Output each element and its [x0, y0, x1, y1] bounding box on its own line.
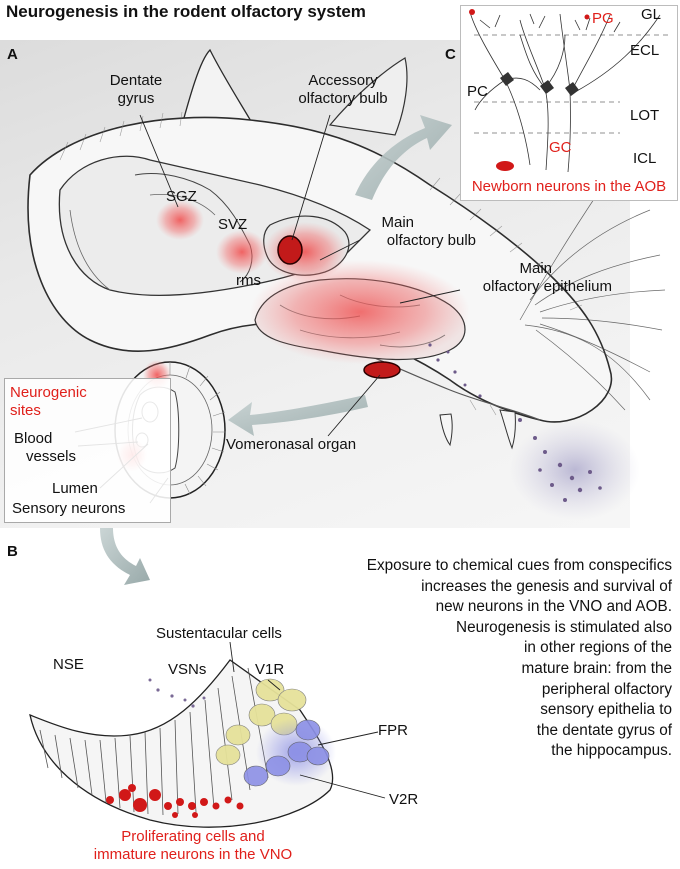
- description-paragraph: Exposure to chemical cues from conspecif…: [366, 557, 672, 760]
- neurogenic-sites-box: [4, 378, 171, 523]
- arrow-to-panel-b: [100, 528, 150, 585]
- ear-right: [328, 57, 408, 136]
- label-svz: SVZ: [218, 216, 248, 233]
- label-gc: GC: [549, 139, 572, 156]
- label-sustentacular-cells: Sustentacular cells: [156, 625, 282, 642]
- label-nse: NSE: [53, 656, 84, 673]
- label-rms: rms: [236, 272, 261, 289]
- label-ecl: ECL: [630, 42, 660, 59]
- label-gl: GL: [641, 6, 662, 23]
- whiskers: [519, 189, 666, 411]
- panel-c-letter: C: [445, 46, 456, 63]
- label-lot: LOT: [630, 107, 660, 124]
- label-pc: PC: [467, 83, 488, 100]
- label-pg: PG: [592, 10, 614, 27]
- panel-c-caption: Newborn neurons in the AOB: [471, 178, 667, 195]
- label-icl: ICL: [633, 150, 657, 167]
- odor-cloud: [428, 343, 640, 520]
- panel-b-letter: B: [7, 543, 18, 560]
- panel-c-aob-layers: [460, 5, 678, 201]
- neurogenic-highlights: [156, 200, 470, 379]
- label-v1r: V1R: [255, 661, 285, 678]
- label-lumen: Lumen: [52, 480, 98, 497]
- label-vomeronasal-organ: Vomeronasal organ: [226, 436, 357, 453]
- label-sensory-neurons: Sensory neurons: [12, 500, 126, 517]
- arrow-to-vno-section: [228, 395, 368, 436]
- arrow-to-panel-c: [355, 115, 452, 200]
- leader-lines-b: [229, 641, 386, 799]
- label-v2r: V2R: [389, 791, 419, 808]
- label-fpr: FPR: [378, 722, 408, 739]
- vno-epithelium: [29, 659, 336, 828]
- label-vsns: VSNs: [168, 661, 207, 678]
- incisors: [439, 409, 516, 450]
- label-sgz: SGZ: [166, 188, 197, 205]
- panel-a-letter: A: [7, 46, 18, 63]
- page-title: Neurogenesis in the rodent olfactory sys…: [6, 2, 366, 21]
